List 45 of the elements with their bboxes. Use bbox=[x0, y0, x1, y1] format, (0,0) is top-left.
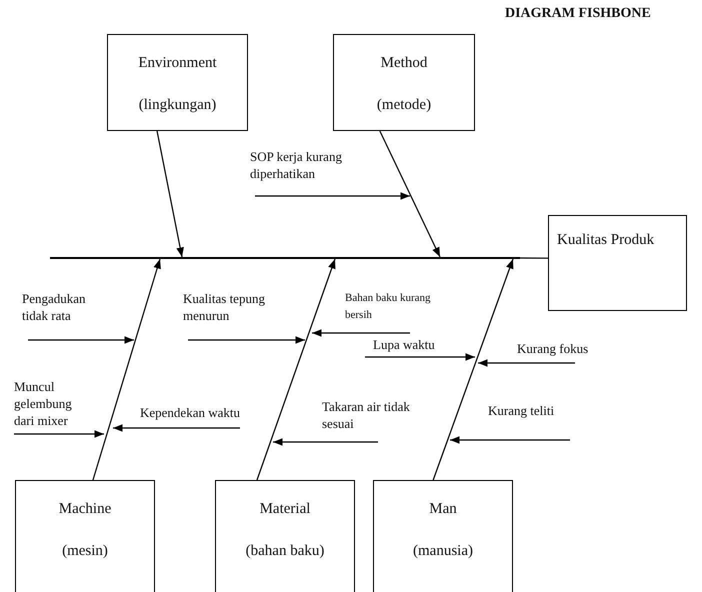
cause-text: Muncul gelembung dari mixer bbox=[14, 378, 94, 429]
category-label: Material bbox=[258, 501, 312, 518]
category-subtitle: (manusia) bbox=[412, 543, 474, 560]
cause-text: Pengadukan tidak rata bbox=[22, 290, 107, 324]
cause-text: Kependekan waktu bbox=[140, 404, 270, 421]
category-box bbox=[333, 34, 475, 131]
arrow bbox=[478, 359, 575, 367]
cause-text: SOP kerja kurang diperhatikan bbox=[250, 148, 400, 182]
category-subtitle: (lingkungan) bbox=[138, 97, 218, 114]
arrow bbox=[312, 329, 410, 337]
arrow bbox=[188, 336, 305, 344]
arrow bbox=[28, 336, 134, 344]
category-subtitle: (bahan baku) bbox=[244, 543, 326, 560]
connector-line bbox=[520, 257, 548, 259]
category-label: Environment bbox=[137, 55, 218, 72]
category-label: Machine bbox=[58, 501, 112, 518]
effect-box bbox=[548, 215, 687, 311]
spine-line bbox=[50, 257, 520, 259]
arrow bbox=[156, 130, 184, 258]
arrow bbox=[432, 258, 514, 480]
category-label: Method bbox=[380, 55, 428, 72]
cause-text: Kualitas tepung menurun bbox=[183, 290, 303, 324]
arrow bbox=[113, 424, 240, 432]
category-subtitle: (mesin) bbox=[61, 543, 109, 560]
effect-label: Kualitas Produk bbox=[557, 232, 656, 249]
arrow bbox=[450, 436, 570, 444]
arrow bbox=[273, 438, 378, 446]
cause-text: Kurang fokus bbox=[517, 340, 607, 357]
category-box bbox=[107, 34, 248, 131]
category-box bbox=[373, 480, 513, 592]
category-box bbox=[15, 480, 155, 592]
cause-text: Kurang teliti bbox=[488, 402, 578, 419]
arrow bbox=[379, 130, 441, 258]
arrow bbox=[255, 192, 410, 200]
arrow bbox=[14, 430, 104, 438]
title: DIAGRAM FISHBONE bbox=[505, 6, 651, 22]
cause-text: Lupa waktu bbox=[373, 336, 463, 353]
arrow bbox=[92, 258, 161, 480]
cause-text: Bahan baku kurang bersih bbox=[345, 290, 455, 324]
category-label: Man bbox=[428, 501, 458, 518]
category-box bbox=[215, 480, 355, 592]
category-subtitle: (metode) bbox=[376, 97, 432, 114]
cause-text: Takaran air tidak sesuai bbox=[322, 398, 412, 432]
arrow bbox=[256, 258, 336, 480]
arrow bbox=[365, 353, 475, 361]
